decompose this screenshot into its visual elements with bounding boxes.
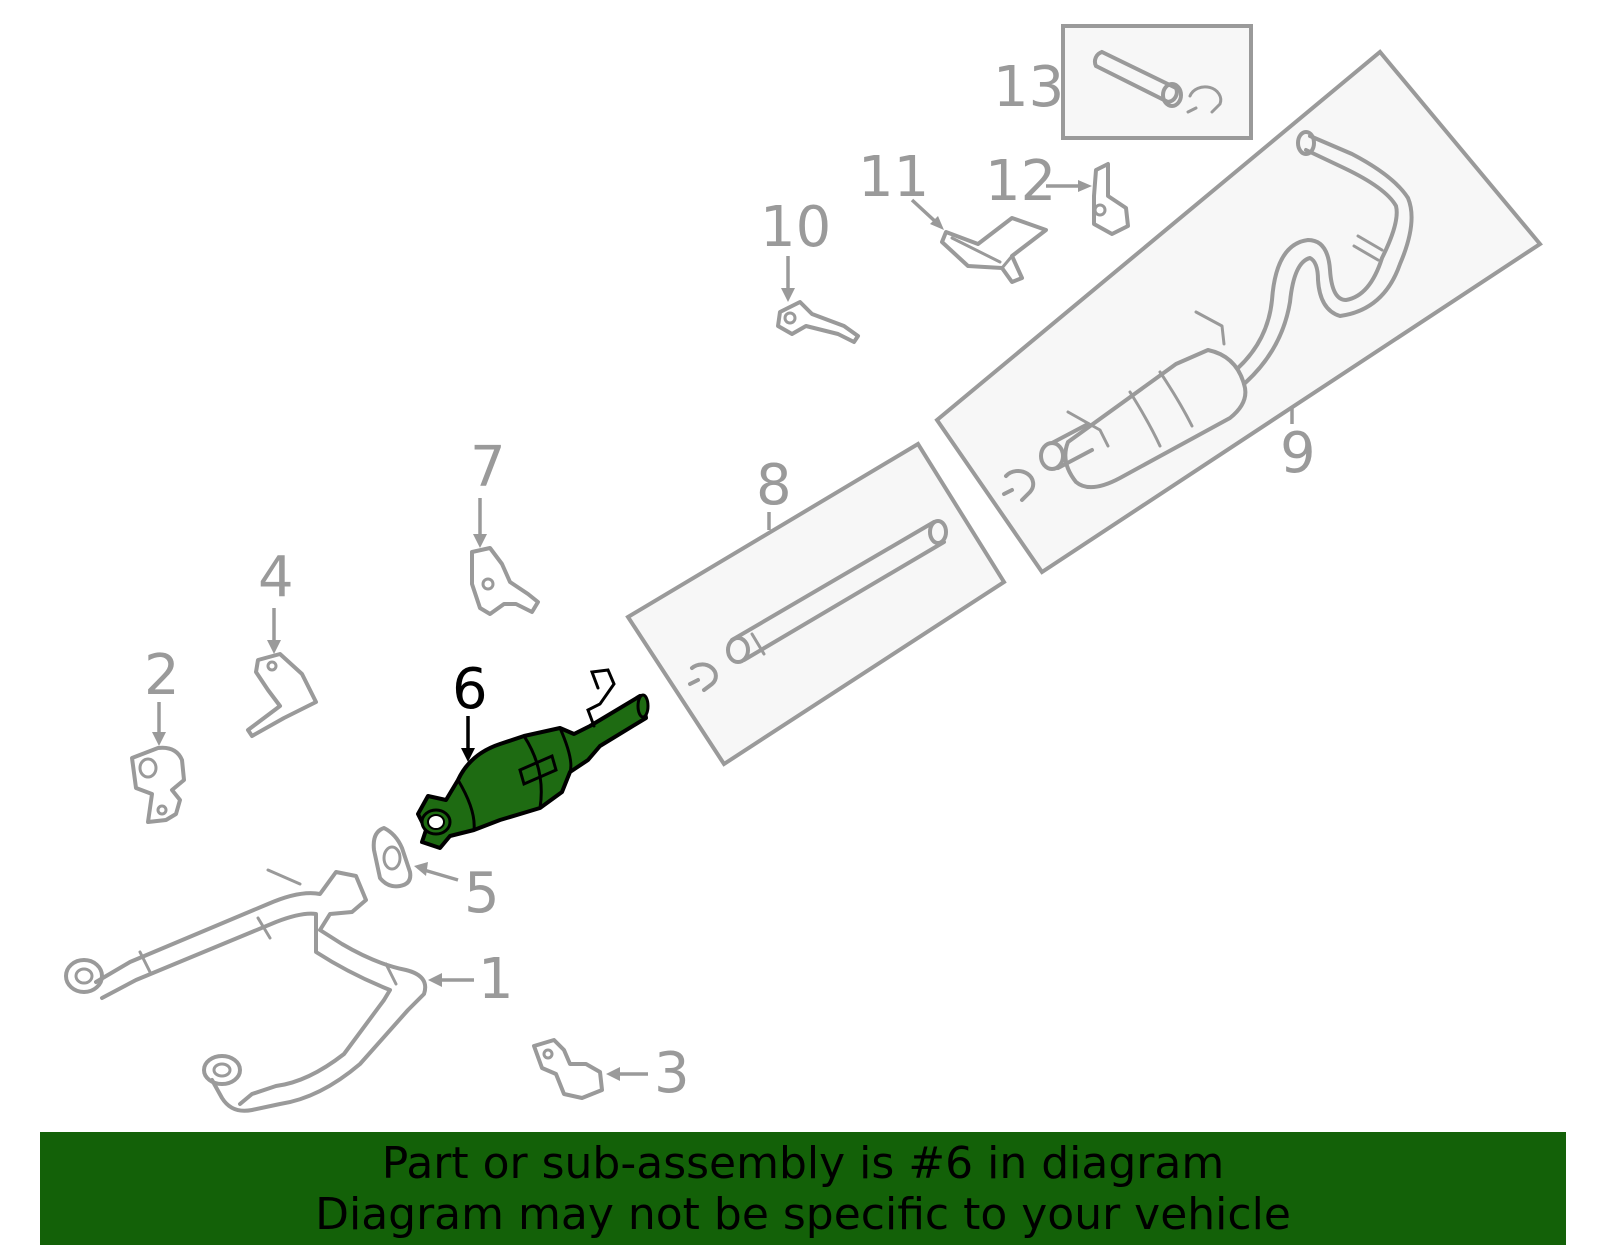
callout-6: 6 — [452, 657, 488, 722]
callout-9: 9 — [1280, 421, 1316, 486]
part-6-catalytic-converter[interactable] — [416, 668, 650, 850]
callout-7: 7 — [470, 435, 506, 500]
callout-1: 1 — [478, 947, 514, 1012]
callout-5: 5 — [464, 861, 500, 926]
banner-part-line: Part or sub-assembly is #6 in diagram — [381, 1137, 1225, 1189]
banner-disclaimer-line: Diagram may not be specific to your vehi… — [315, 1188, 1291, 1240]
callout-4: 4 — [258, 545, 294, 610]
part-1-front-pipe[interactable] — [64, 868, 428, 1113]
callout-11: 11 — [858, 145, 929, 210]
part-7-bracket[interactable] — [470, 546, 540, 616]
callout-3: 3 — [654, 1041, 690, 1106]
callout-13: 13 — [993, 55, 1064, 120]
part-4-bracket[interactable] — [246, 652, 318, 738]
callout-2: 2 — [144, 643, 180, 708]
part-8-intermediate-pipe[interactable] — [625, 441, 1007, 767]
callout-12: 12 — [985, 149, 1056, 214]
part-2-insulator[interactable] — [130, 745, 186, 824]
part-11-heat-shield[interactable] — [940, 216, 1048, 284]
part-9-muffler-assembly[interactable] — [934, 49, 1543, 575]
part-3-insulator-bracket[interactable] — [532, 1038, 604, 1100]
part-12-hanger-bracket[interactable] — [1092, 162, 1130, 236]
callout-8: 8 — [756, 453, 792, 518]
part-5-gasket[interactable] — [371, 826, 413, 889]
callout-10: 10 — [760, 195, 831, 260]
part-10-hanger[interactable] — [776, 300, 860, 344]
part-13-tip-assembly[interactable] — [1061, 24, 1253, 140]
info-banner: Part or sub-assembly is #6 in diagram Di… — [40, 1132, 1566, 1245]
